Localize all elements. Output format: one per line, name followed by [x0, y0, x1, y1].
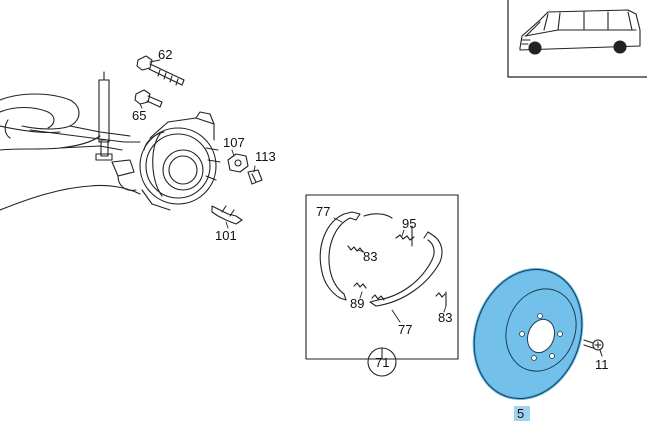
part-labels: 62 65 107 113 101 77 95 83 89 77 83 71 1… — [132, 47, 609, 421]
label-107[interactable]: 107 — [223, 135, 245, 150]
label-83-upper[interactable]: 83 — [363, 249, 377, 264]
label-62[interactable]: 62 — [158, 47, 172, 62]
label-83-lower[interactable]: 83 — [438, 310, 452, 325]
label-113[interactable]: 113 — [255, 149, 276, 164]
label-71[interactable]: 71 — [375, 355, 389, 370]
brake-disc[interactable] — [457, 254, 600, 414]
brake-shoe-kit-box — [305, 194, 459, 377]
rear-axle-assembly — [0, 71, 141, 211]
clip-101 — [211, 205, 243, 225]
label-65[interactable]: 65 — [132, 108, 146, 123]
label-95[interactable]: 95 — [402, 216, 416, 231]
bolt-62 — [136, 55, 185, 86]
sleeve-113 — [247, 169, 263, 185]
part-5-label-highlight — [514, 406, 530, 421]
kit-leader-lines — [333, 217, 447, 323]
screw-11 — [583, 339, 604, 357]
leader-lines — [139, 59, 256, 229]
label-11[interactable]: 11 — [595, 357, 609, 372]
label-77-upper[interactable]: 77 — [316, 204, 330, 219]
vehicle-thumbnail — [507, 0, 647, 78]
label-89[interactable]: 89 — [350, 296, 364, 311]
label-5[interactable]: 5 — [517, 406, 524, 421]
label-101[interactable]: 101 — [215, 228, 237, 243]
brake-backing-plate — [139, 111, 221, 211]
bolt-65 — [134, 89, 163, 108]
label-77-lower[interactable]: 77 — [398, 322, 412, 337]
nut-107 — [227, 153, 249, 173]
